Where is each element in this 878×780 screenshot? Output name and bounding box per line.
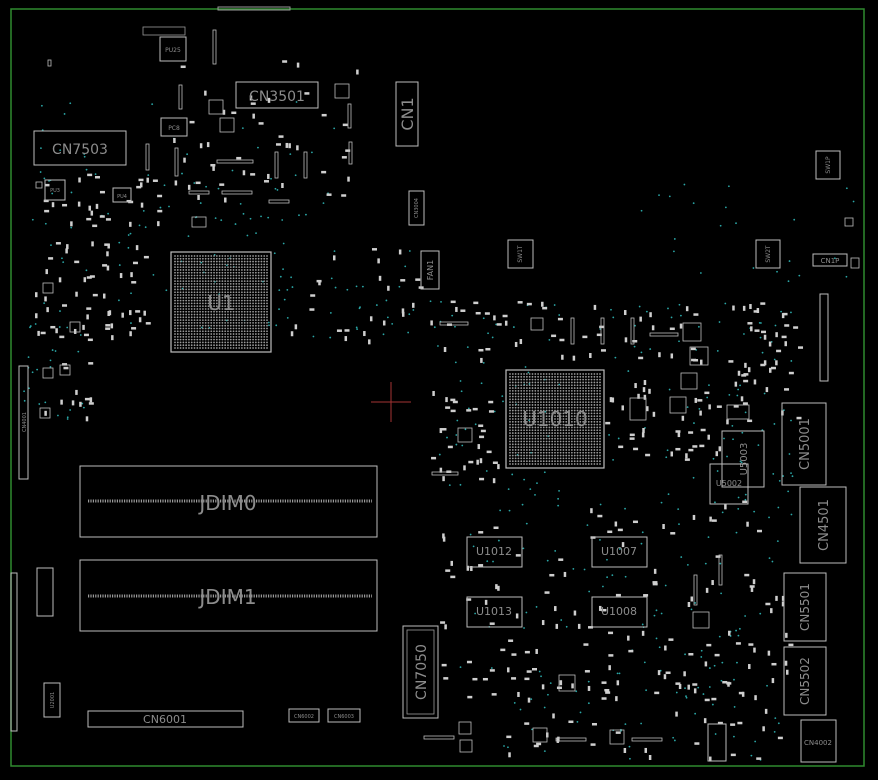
component-pu3[interactable]: PU3	[44, 179, 66, 201]
svg-text:PU4: PU4	[117, 194, 127, 200]
chip-u1[interactable]: U1	[170, 251, 272, 353]
svg-text:CN6001: CN6001	[143, 713, 187, 726]
svg-text:CN7050: CN7050	[414, 644, 430, 700]
connector-cn4001[interactable]: CN4001	[18, 365, 29, 480]
chip-u5003[interactable]: U5003	[721, 430, 765, 488]
chip-u1007[interactable]: U1007	[591, 536, 648, 568]
svg-text:CN4001: CN4001	[22, 412, 28, 432]
memory-slot-jdim1[interactable]: JDIM1	[79, 559, 378, 632]
svg-text:U1007: U1007	[601, 545, 637, 558]
component-pu25[interactable]: PU25	[142, 26, 187, 62]
connector-cn6001[interactable]: CN6001	[87, 710, 244, 728]
svg-text:U2001: U2001	[50, 692, 56, 708]
svg-text:U1013: U1013	[476, 605, 512, 618]
svg-text:CN1P: CN1P	[821, 257, 840, 265]
crosshair-cursor	[371, 382, 411, 422]
connector-cn6002[interactable]: CN6002	[288, 708, 320, 723]
misc-components	[35, 29, 860, 753]
chip-u1010[interactable]: U1010	[505, 369, 605, 469]
connector-cn5001[interactable]: CN5001	[781, 402, 827, 486]
svg-text:CN1: CN1	[398, 97, 417, 130]
chip-u1013[interactable]: U1013	[466, 596, 523, 628]
pad-layer	[35, 60, 804, 762]
svg-text:CN6002: CN6002	[294, 714, 314, 720]
connector-cn4501[interactable]: CN4501	[799, 486, 847, 564]
chip-u5002[interactable]: U5002	[709, 463, 749, 505]
connector-cn1p[interactable]: CN1P	[812, 253, 848, 267]
connector-fan1[interactable]: FAN1	[420, 250, 440, 290]
svg-text:FAN1: FAN1	[426, 260, 435, 280]
svg-text:SW1P: SW1P	[825, 156, 832, 174]
svg-text:JDIM0: JDIM0	[197, 491, 256, 515]
svg-text:PC8: PC8	[168, 125, 180, 132]
svg-text:SW2T: SW2T	[765, 245, 772, 263]
svg-text:CN6003: CN6003	[334, 714, 354, 720]
svg-text:PU3: PU3	[50, 188, 60, 194]
right-edge-connector	[819, 293, 829, 382]
svg-text:CN4501: CN4501	[817, 499, 832, 551]
connector-cn7503[interactable]: CN7503	[33, 130, 127, 166]
connector-cn5502[interactable]: CN5502	[783, 646, 827, 716]
svg-text:U1: U1	[207, 291, 234, 315]
svg-text:CN4002: CN4002	[804, 739, 832, 747]
component-pu4[interactable]: PU4	[112, 187, 132, 203]
chip-u1012[interactable]: U1012	[466, 536, 523, 568]
connector-cn7050[interactable]: CN7050	[402, 625, 439, 719]
svg-text:U1012: U1012	[476, 545, 512, 558]
svg-text:CN3501: CN3501	[249, 89, 305, 105]
switch-sw1t[interactable]: SW1T	[507, 239, 534, 269]
svg-text:U5002: U5002	[716, 479, 742, 488]
svg-text:SW1T: SW1T	[517, 245, 524, 263]
component-pc8[interactable]: PC8	[160, 117, 188, 137]
connector-cn3004[interactable]: CN3004	[408, 190, 425, 226]
connector-cn1[interactable]: CN1	[395, 81, 419, 147]
chip-u1008[interactable]: U1008	[591, 596, 648, 628]
connector-cn5501[interactable]: CN5501	[783, 572, 827, 642]
memory-slot-jdim0[interactable]: JDIM0	[79, 465, 378, 538]
switch-sw1p[interactable]: SW1P	[815, 150, 841, 180]
svg-text:CN5001: CN5001	[798, 418, 813, 470]
board-top-notch	[217, 6, 291, 11]
bottom-small-connector	[707, 723, 727, 762]
svg-text:CN3004: CN3004	[414, 198, 420, 218]
switch-sw2t[interactable]: SW2T	[755, 239, 781, 269]
svg-text:U5003: U5003	[739, 443, 750, 476]
svg-text:JDIM1: JDIM1	[197, 585, 256, 609]
component-io-chip	[36, 567, 54, 617]
connector-cn6003[interactable]: CN6003	[327, 708, 361, 723]
component-u2001[interactable]: U2001	[43, 682, 61, 718]
svg-text:U1008: U1008	[601, 605, 637, 618]
connector-cn3501[interactable]: CN3501	[235, 81, 319, 109]
svg-text:CN7503: CN7503	[52, 142, 108, 158]
connector-cn4002[interactable]: CN4002	[800, 719, 837, 763]
svg-text:U1010: U1010	[522, 407, 588, 431]
svg-text:PU25: PU25	[165, 47, 181, 54]
svg-text:CN5502: CN5502	[798, 657, 812, 705]
left-edge-connector	[10, 572, 18, 732]
board-outline	[10, 8, 865, 767]
svg-text:CN5501: CN5501	[798, 583, 812, 631]
